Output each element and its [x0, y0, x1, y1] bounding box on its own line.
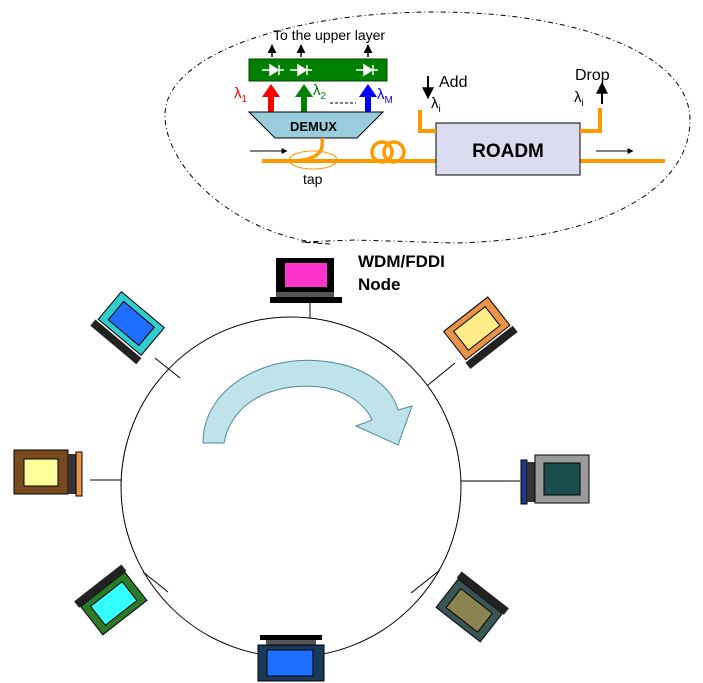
node-label-line1: WDM/FDDI	[358, 252, 445, 271]
roadm-label: ROADM	[472, 141, 544, 162]
computer-node-lower-right	[435, 571, 509, 643]
tap-fiber	[291, 137, 325, 163]
rotation-arrow	[202, 359, 413, 446]
photodiode-icons	[262, 63, 378, 77]
drop-fiber	[580, 108, 602, 133]
add-lambda-label: λi	[431, 95, 441, 115]
computer-node-lower-left	[74, 564, 148, 636]
upper-layer-label: To the upper layer	[273, 27, 385, 43]
tap-marker	[288, 150, 338, 170]
drop-label: Drop	[575, 67, 610, 84]
upper-layer-arrows	[267, 44, 373, 57]
add-fiber	[418, 110, 436, 133]
computer-node-upper-left	[90, 290, 166, 365]
demux-block	[247, 111, 385, 139]
lambda-2-label: λ2	[313, 82, 327, 102]
lambda-1-label: λ1	[234, 85, 248, 105]
fiber-coil	[370, 140, 406, 164]
wavelength-arrows	[262, 84, 377, 112]
photodetector-array	[248, 58, 388, 82]
roadm-box	[435, 122, 581, 176]
node-connections	[90, 302, 520, 657]
demux-label: DEMUX	[290, 119, 337, 134]
computer-node-top	[270, 258, 342, 303]
computer-node-right	[520, 454, 590, 505]
computer-node-bottom	[257, 635, 325, 682]
computer-node-left	[13, 449, 83, 497]
node-label-line2: Node	[358, 275, 401, 294]
computer-node-upper-right	[442, 296, 518, 369]
drop-lambda-label: λi	[574, 89, 584, 109]
add-label: Add	[439, 74, 467, 91]
lambda-m-label: λM	[377, 86, 393, 106]
callout-bubble	[164, 11, 691, 245]
tap-label: tap	[303, 171, 323, 187]
